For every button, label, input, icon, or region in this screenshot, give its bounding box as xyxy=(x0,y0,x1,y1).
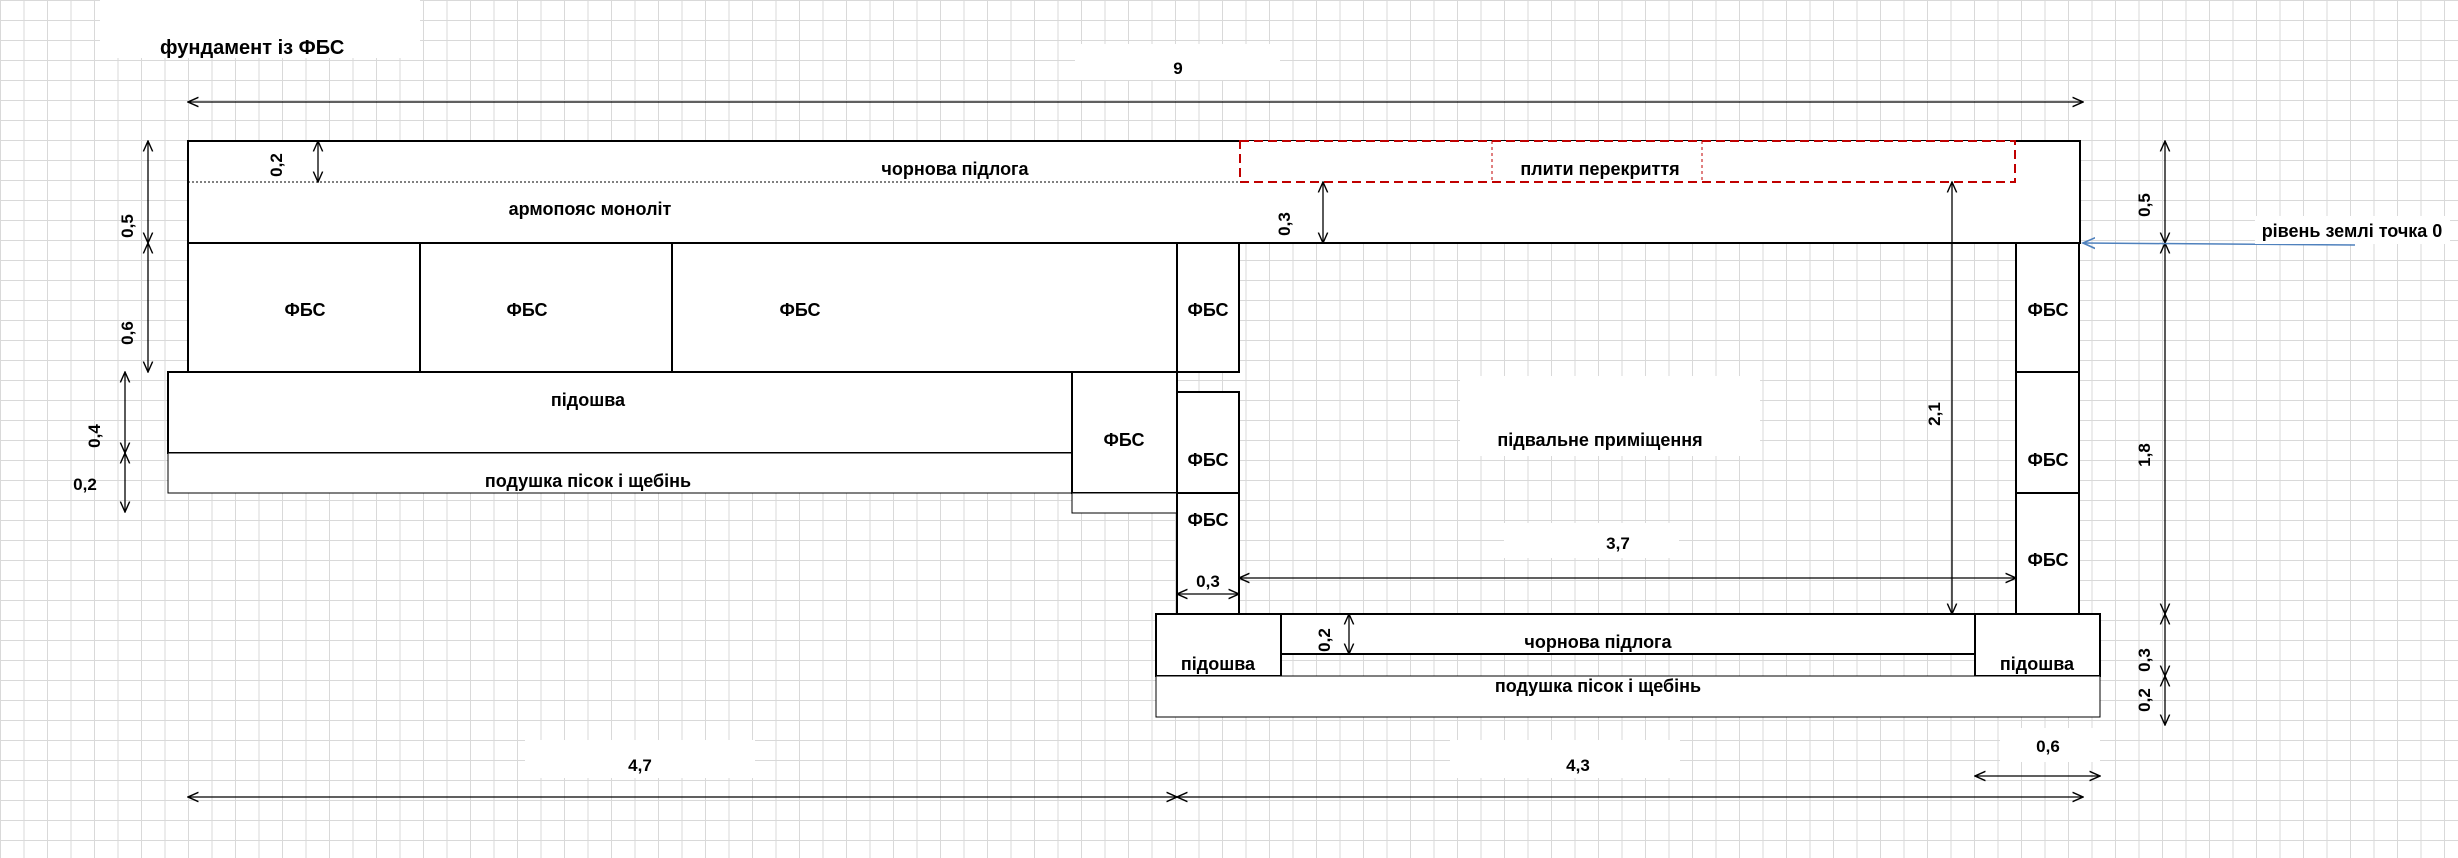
dim-top-height-right: 0,5 xyxy=(2135,193,2154,217)
drawing-title: фундамент із ФБС xyxy=(160,37,344,59)
label-draft-floor-top: чорнова підлога xyxy=(881,159,1029,179)
title-bg xyxy=(100,0,420,58)
dim-bg xyxy=(1075,44,1280,80)
fbs-block xyxy=(671,242,1178,373)
fbs-wall-left xyxy=(1176,242,1240,373)
label-cushion-bottom: подушка пісок і щебінь xyxy=(1495,676,1701,696)
dim-bg xyxy=(2000,728,2100,762)
cushion-bottom xyxy=(1155,675,2101,718)
label-bg xyxy=(1460,376,1760,456)
label-fbs: ФБС xyxy=(1187,450,1228,470)
label-cushion-left: подушка пісок і щебінь xyxy=(485,471,691,491)
dim-sole-extension: 0,6 xyxy=(2036,737,2060,756)
cushion-step xyxy=(1071,492,1178,514)
dim-left-part: 4,7 xyxy=(628,756,652,775)
fbs-wall-right xyxy=(2015,242,2080,373)
dim-top-height-left: 0,5 xyxy=(118,214,137,238)
label-floor-slabs: плити перекриття xyxy=(1520,159,1679,179)
dim-fbs-height-left: 0,6 xyxy=(118,321,137,345)
fbs-block xyxy=(419,242,673,373)
label-fbs: ФБС xyxy=(2027,300,2068,320)
dim-wall-height-right: 1,8 xyxy=(2135,443,2154,467)
ground-level-arrow xyxy=(2083,243,2356,245)
label-basement: підвальне приміщення xyxy=(1497,430,1702,450)
sole-bottom-right xyxy=(1974,613,2101,677)
label-ground-level: рівень землі точка 0 xyxy=(2262,221,2443,241)
label-fbs: ФБС xyxy=(284,300,325,320)
dim-bg xyxy=(1504,523,1679,558)
label-fbs: ФБС xyxy=(506,300,547,320)
dim-wall-thickness: 0,3 xyxy=(1196,572,1220,591)
label-fbs: ФБС xyxy=(1187,510,1228,530)
cushion-left xyxy=(167,452,1073,494)
label-fbs: ФБС xyxy=(2027,450,2068,470)
sole-bottom-left xyxy=(1155,613,1282,677)
dim-sole-height-bottom: 0,3 xyxy=(2135,648,2154,672)
draft-floor-bottom xyxy=(1155,613,2101,655)
dim-sole-height-left: 0,4 xyxy=(85,424,104,448)
dim-draft-floor-bottom: 0,2 xyxy=(1315,628,1334,652)
dim-slab-thickness: 0,3 xyxy=(1275,212,1294,236)
label-sole-bottom-left: підошва xyxy=(1181,654,1256,674)
dim-draft-floor-top: 0,2 xyxy=(267,153,286,177)
dim-right-part: 4,3 xyxy=(1566,756,1590,775)
floor-slabs xyxy=(1239,140,2016,183)
label-ring-beam: армопояс моноліт xyxy=(509,199,672,219)
label-fbs: ФБС xyxy=(1103,430,1144,450)
label-bg xyxy=(2255,216,2450,244)
fbs-wall-right xyxy=(2015,371,2080,494)
label-sole-left: підошва xyxy=(551,390,626,410)
dim-total-width: 9 xyxy=(1173,59,1182,78)
dim-cushion-bottom: 0,2 xyxy=(2135,688,2154,712)
dim-bg xyxy=(1450,740,1680,778)
sole-left xyxy=(167,371,1073,454)
fbs-wall-left xyxy=(1176,391,1240,494)
label-draft-floor-bottom: чорнова підлога xyxy=(1524,632,1672,652)
label-sole-bottom-right: підошва xyxy=(2000,654,2075,674)
dim-bg xyxy=(525,740,755,778)
label-bg xyxy=(860,153,1140,181)
dim-basement-height: 2,1 xyxy=(1925,402,1944,426)
label-fbs: ФБС xyxy=(779,300,820,320)
dim-cushion-left: 0,2 xyxy=(73,475,97,494)
label-fbs: ФБС xyxy=(1187,300,1228,320)
fbs-block-step xyxy=(1071,371,1178,494)
label-fbs: ФБС xyxy=(2027,550,2068,570)
dim-basement-width: 3,7 xyxy=(1606,534,1630,553)
